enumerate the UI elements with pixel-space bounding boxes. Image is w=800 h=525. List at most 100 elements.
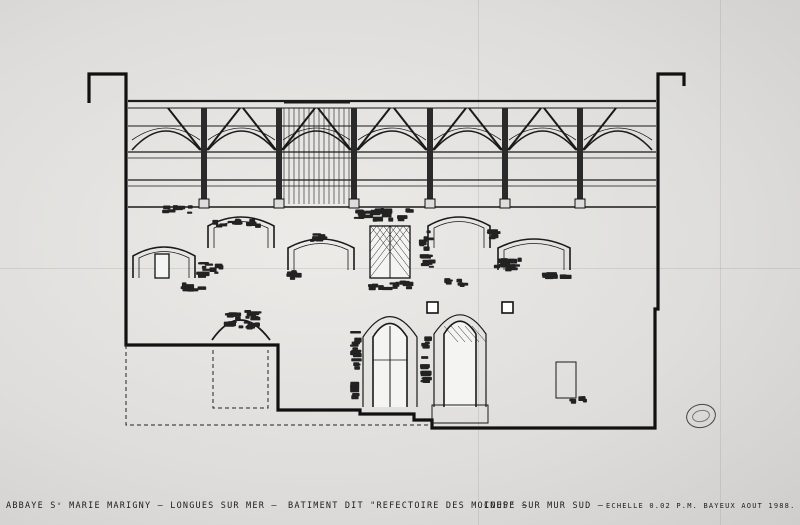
stone-block	[181, 282, 187, 288]
stone-block	[185, 284, 195, 289]
caption-building: BATIMENT DIT "REFECTOIRE DES MOINES" –	[288, 501, 529, 511]
stone-block	[196, 271, 204, 275]
stone-block	[581, 396, 586, 400]
stone-block	[424, 341, 430, 345]
timber-post	[351, 108, 357, 204]
roof-truss	[128, 99, 656, 209]
arched-brace-inner	[357, 127, 427, 141]
door-lower-right	[443, 320, 477, 407]
arched-brace-inner	[508, 127, 577, 141]
stone-block	[423, 246, 430, 251]
post-base	[198, 198, 210, 209]
stone-block	[350, 331, 361, 334]
door-lattice	[450, 325, 466, 343]
stone-block	[428, 265, 434, 268]
arched-brace-inner	[583, 127, 653, 141]
stone-block	[234, 220, 242, 225]
fold-line-vertical	[478, 0, 479, 525]
wall-section-outline	[87, 72, 686, 430]
roof-strut	[468, 107, 542, 151]
caption-scale: ECHELLE 0.02 P.M. BAYEUX AOUT 1988.	[606, 502, 796, 510]
arched-brace-inner	[131, 127, 201, 141]
stone-block	[517, 257, 522, 262]
stone-block	[395, 281, 400, 287]
window-upper-left	[154, 253, 170, 279]
arch-mid-inner	[293, 243, 349, 270]
stone-block	[246, 223, 253, 227]
stone-block	[215, 224, 223, 228]
stone-block	[246, 324, 253, 330]
stone-block	[351, 395, 359, 400]
arched-brace	[282, 130, 351, 151]
stone-block	[187, 205, 193, 209]
roof-strut	[317, 107, 391, 151]
exposed-stonework	[162, 205, 587, 404]
stone-block	[420, 364, 430, 368]
stone-block	[201, 265, 207, 269]
stone-block	[382, 286, 393, 291]
fold-line-vertical	[720, 0, 721, 525]
square-opening	[501, 301, 514, 314]
window-lattice	[369, 225, 377, 235]
post-base	[424, 198, 436, 209]
window-lattice	[390, 225, 411, 252]
stone-block	[488, 236, 496, 240]
stone-block	[546, 272, 557, 278]
stone-block	[497, 258, 505, 262]
wall-features	[132, 216, 577, 424]
arched-brace	[131, 130, 201, 151]
stone-block	[420, 263, 430, 267]
timber-post	[502, 108, 508, 204]
stone-block	[389, 282, 397, 285]
stone-block	[493, 264, 501, 269]
stone-block	[246, 312, 257, 317]
stone-block	[421, 370, 432, 376]
stone-block	[250, 316, 261, 321]
stone-block	[354, 337, 362, 343]
arch-right-inner	[503, 243, 565, 270]
stone-block	[238, 325, 244, 329]
roof-strut	[242, 107, 316, 151]
stone-block	[419, 254, 430, 259]
stone-block	[405, 286, 413, 290]
timber-post	[201, 108, 207, 204]
stone-block	[421, 356, 429, 359]
stone-block	[202, 268, 210, 271]
stone-block	[227, 220, 236, 223]
door-lattice	[471, 325, 487, 343]
stone-block	[426, 230, 431, 234]
arch-right	[497, 238, 571, 270]
stone-block	[187, 211, 193, 214]
caption-site: ABBAYE Sᵛ MARIE MARIGNY – LONGUES SUR ME…	[6, 501, 278, 511]
stone-block	[172, 205, 179, 211]
stone-block	[214, 271, 219, 274]
post-base	[499, 198, 511, 209]
stone-block	[352, 347, 359, 351]
square-opening	[426, 301, 439, 314]
door-lattice	[464, 325, 480, 343]
stone-block	[182, 288, 191, 292]
window-lattice	[383, 225, 411, 261]
arch-mid-right-inner	[433, 221, 485, 248]
stone-block	[372, 218, 378, 222]
stone-block	[235, 316, 241, 321]
stone-block	[498, 261, 509, 264]
arched-brace	[207, 130, 276, 151]
stone-block	[357, 212, 366, 216]
stone-block	[422, 259, 431, 264]
stone-block	[364, 210, 376, 214]
stone-block	[286, 271, 298, 276]
stone-block	[245, 315, 250, 319]
stone-block	[178, 205, 186, 210]
window-lattice	[369, 225, 390, 252]
arched-brace-inner	[433, 127, 502, 141]
stone-block	[456, 278, 463, 283]
post-base	[574, 198, 586, 209]
door-lower-right-arch	[433, 314, 487, 407]
stone-block	[363, 214, 374, 219]
stone-block	[352, 341, 359, 347]
timber-post	[427, 108, 433, 204]
stone-block	[388, 217, 394, 222]
